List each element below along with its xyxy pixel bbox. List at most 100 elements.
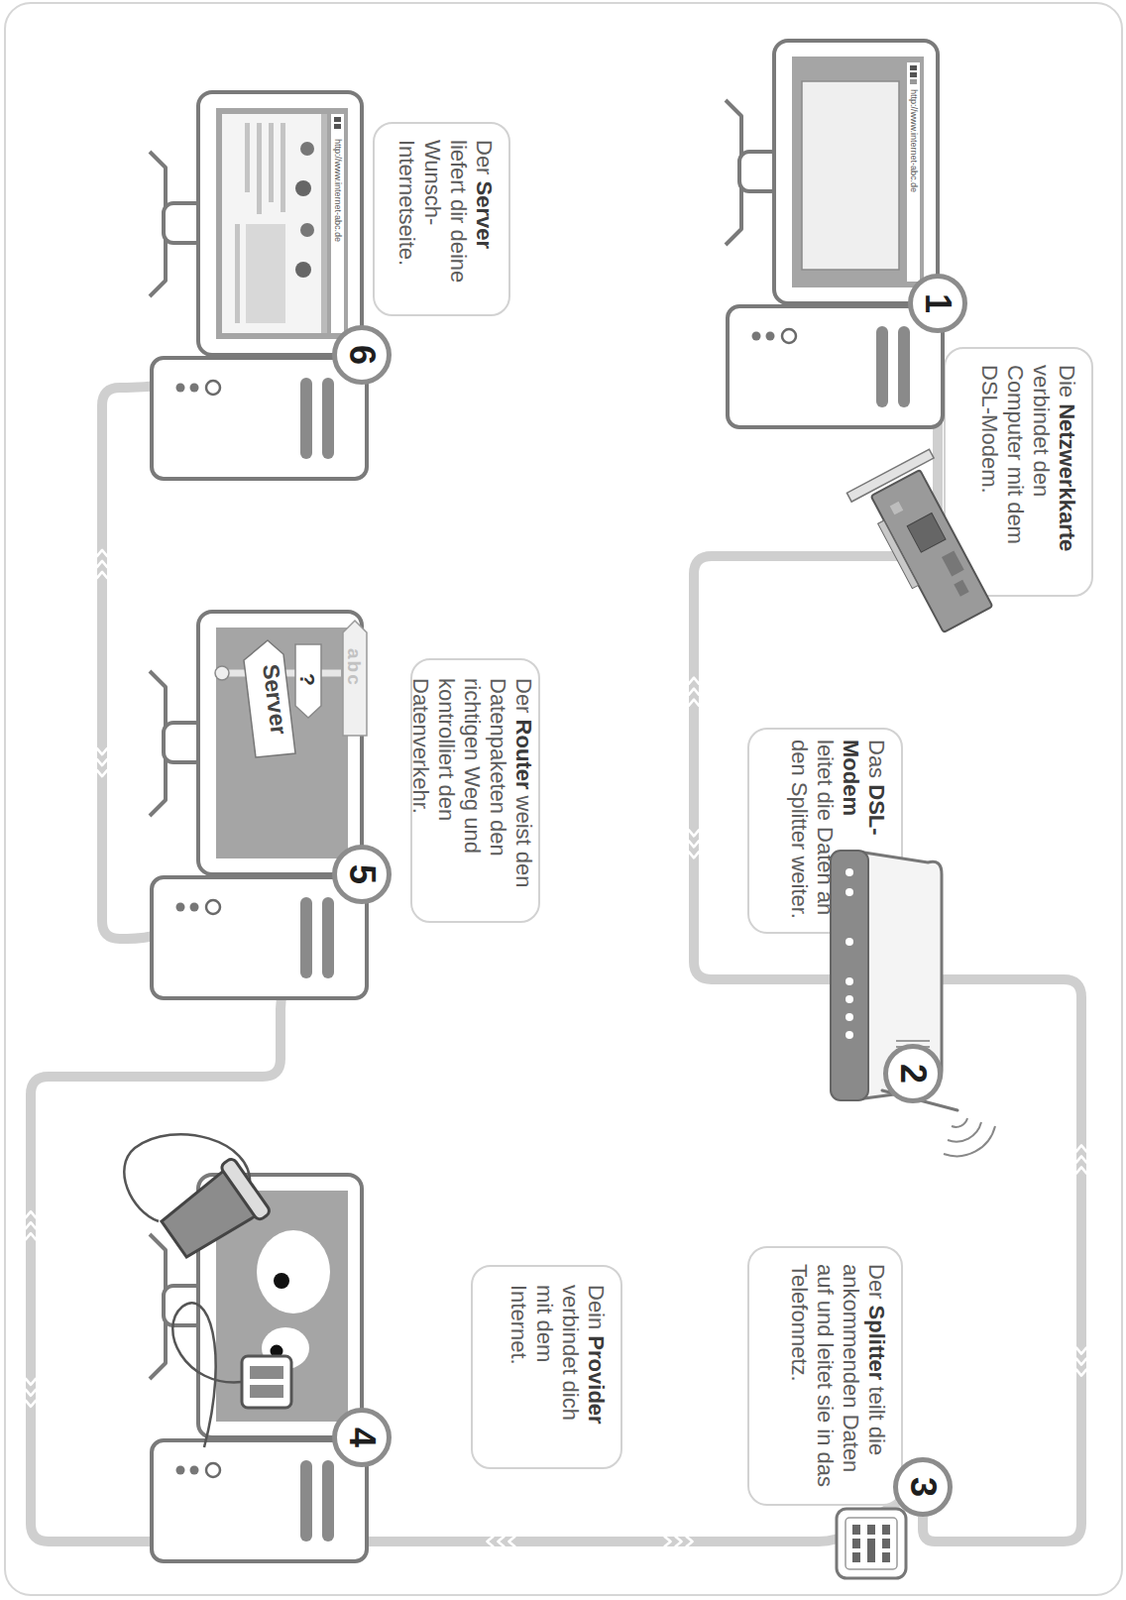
page-frame xyxy=(4,2,1123,1595)
direction-chevron xyxy=(665,1536,672,1547)
computer-illustration xyxy=(149,1174,367,1562)
monitor-screen xyxy=(791,56,924,288)
page-box xyxy=(245,224,286,324)
page-figure xyxy=(300,141,315,156)
splitter-port xyxy=(882,1524,891,1535)
page-text-line xyxy=(280,122,286,213)
callout-text: Das DSL- Modem leitet die Daten an den S… xyxy=(786,739,890,928)
connector-line xyxy=(30,899,347,1542)
direction-chevron xyxy=(97,759,108,766)
direction-chevron xyxy=(1076,1348,1087,1354)
direction-chevron xyxy=(675,1536,682,1547)
modem-vents xyxy=(896,1040,930,1077)
direction-chevron xyxy=(25,1233,36,1239)
browser-button xyxy=(909,79,917,85)
step-number: 3 xyxy=(904,1476,941,1497)
flow-connector xyxy=(688,333,938,1047)
network-plug xyxy=(241,1355,292,1408)
computer-illustration xyxy=(725,40,943,428)
browser-bar xyxy=(906,62,920,282)
network-card xyxy=(846,449,1009,642)
callout-text: Der Splitter teilt die ankommenden Daten… xyxy=(786,1263,890,1492)
connector-line xyxy=(102,359,334,940)
callout-box: Der Splitter teilt die ankommenden Daten… xyxy=(747,1245,903,1506)
signpost-sign xyxy=(342,620,367,736)
page-text-line xyxy=(244,122,250,193)
blank-page xyxy=(801,81,900,270)
modem-led xyxy=(845,977,854,986)
callout-box: Dein Provider verbindet dich mit dem Int… xyxy=(470,1264,623,1469)
flow-connector xyxy=(97,359,334,940)
step-number-circle: 1 xyxy=(907,273,968,334)
signpost-sign xyxy=(295,644,322,718)
web-page xyxy=(222,113,328,334)
modem-led xyxy=(845,1030,854,1039)
direction-chevron xyxy=(1076,1144,1087,1151)
callout-box: Der Server liefert dir deine Wunsch- Int… xyxy=(372,121,511,317)
computer-illustration xyxy=(149,92,367,479)
page-text-line xyxy=(256,122,262,215)
step-number: 6 xyxy=(343,344,380,365)
splitter-port xyxy=(852,1524,861,1535)
direction-chevron xyxy=(97,571,108,578)
direction-chevron xyxy=(1076,1166,1087,1173)
splitter-port xyxy=(867,1538,876,1563)
direction-chevron xyxy=(1076,1155,1087,1162)
plug-prong xyxy=(249,1384,284,1398)
card-bracket xyxy=(846,449,934,502)
page-text-line xyxy=(234,224,240,324)
bold-term: Router xyxy=(511,719,537,790)
browser-button xyxy=(909,72,917,78)
page-figure xyxy=(295,180,312,197)
url-text: http://www.internet-abc.de xyxy=(333,138,342,242)
plug-body xyxy=(158,1169,257,1262)
monitor-screen xyxy=(216,108,348,339)
plug-prong xyxy=(249,1365,284,1379)
computer-illustration xyxy=(149,611,367,999)
callout-box: Das DSL- Modem leitet die Daten an den S… xyxy=(747,727,903,934)
text-wrap-spacer xyxy=(837,848,890,928)
url-text: http://www.internet-abc.de xyxy=(908,89,918,193)
step-number: 5 xyxy=(343,864,380,885)
monitor-screen xyxy=(216,627,348,859)
direction-chevron xyxy=(486,1536,493,1547)
step-number-circle: 4 xyxy=(332,1407,392,1467)
sign-text: abc xyxy=(344,648,364,687)
direction-chevron xyxy=(686,1536,693,1547)
cable xyxy=(172,1302,242,1448)
sign-text: Server xyxy=(258,663,291,737)
direction-chevron xyxy=(688,677,699,684)
modem-antenna xyxy=(882,1090,958,1111)
bold-term: Splitter xyxy=(864,1305,890,1381)
splitter-port xyxy=(867,1524,876,1535)
direction-chevron xyxy=(688,840,699,847)
splitter-port xyxy=(882,1538,891,1549)
callout-text: Der Server liefert dir deine Wunsch- Int… xyxy=(393,139,497,303)
sign-text: ? xyxy=(297,673,319,686)
direction-chevron xyxy=(97,550,108,557)
direction-chevron xyxy=(497,1536,504,1547)
cable xyxy=(123,1133,250,1222)
splitter-case xyxy=(836,1508,906,1578)
browser-button xyxy=(909,65,917,71)
direction-chevron xyxy=(1076,1358,1087,1365)
callout-text: Die Netzwerkkarte verbindet den Computer… xyxy=(976,364,1080,583)
direction-chevron xyxy=(97,748,108,755)
page-header xyxy=(321,113,328,334)
browser-button xyxy=(334,116,341,122)
signpost-knob xyxy=(215,666,229,680)
bold-term: Provider xyxy=(583,1335,609,1424)
page-text-line xyxy=(268,122,274,203)
flow-connector xyxy=(917,979,1087,1542)
splitter-port xyxy=(852,1538,861,1549)
splitter-panel xyxy=(845,1517,898,1570)
direction-chevron xyxy=(97,561,108,567)
connector-line xyxy=(917,979,1082,1542)
bold-term: DSL- Modem xyxy=(838,739,890,836)
plug-rim xyxy=(220,1156,272,1222)
flow-connector xyxy=(25,899,347,1542)
direction-chevron xyxy=(25,1378,36,1385)
card-contacts xyxy=(878,520,919,589)
browser-button xyxy=(334,123,341,129)
